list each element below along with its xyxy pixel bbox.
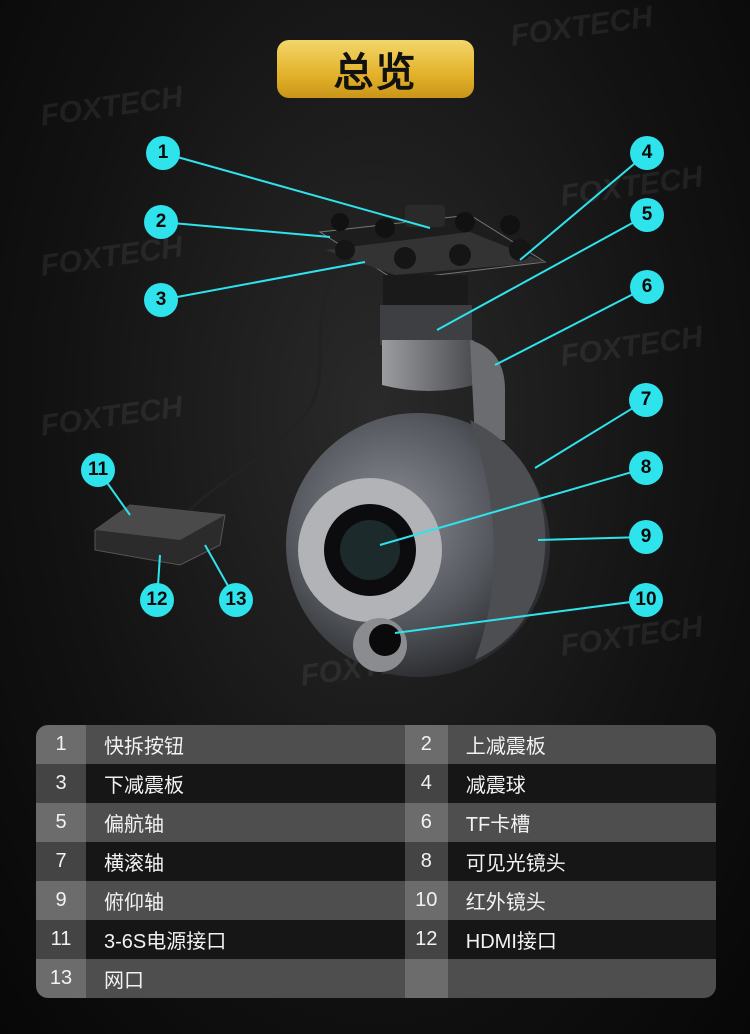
part-number: 13 — [36, 959, 86, 998]
callout-6: 6 — [630, 270, 664, 304]
callout-10: 10 — [629, 583, 663, 617]
part-number: 7 — [36, 842, 86, 881]
callout-8: 8 — [629, 451, 663, 485]
part-label: 3-6S电源接口 — [86, 920, 405, 959]
damping-plates — [318, 205, 547, 281]
callout-4: 4 — [630, 136, 664, 170]
callout-9: 9 — [629, 520, 663, 554]
gimbal-camera-illustration — [94, 152, 648, 677]
part-number: 10 — [404, 881, 448, 920]
part-label: 红外镜头 — [447, 881, 716, 920]
callout-13: 13 — [219, 583, 253, 617]
empty-cell — [404, 959, 448, 998]
part-label: TF卡槽 — [447, 803, 716, 842]
cable — [188, 264, 342, 512]
part-number: 1 — [36, 725, 86, 764]
empty-cell — [447, 959, 716, 998]
part-number: 12 — [404, 920, 448, 959]
part-number: 6 — [404, 803, 448, 842]
callout-12: 12 — [140, 583, 174, 617]
part-number: 3 — [36, 764, 86, 803]
part-number: 8 — [404, 842, 448, 881]
callout-3: 3 — [144, 283, 178, 317]
part-label: 俯仰轴 — [86, 881, 405, 920]
callout-2: 2 — [144, 205, 178, 239]
part-label: 可见光镜头 — [447, 842, 716, 881]
part-label: 减震球 — [447, 764, 716, 803]
part-label: HDMI接口 — [447, 920, 716, 959]
callout-7: 7 — [629, 383, 663, 417]
part-number: 5 — [36, 803, 86, 842]
part-number: 9 — [36, 881, 86, 920]
callout-lines — [97, 152, 648, 634]
callout-1: 1 — [146, 136, 180, 170]
part-label: 偏航轴 — [86, 803, 405, 842]
part-label: 网口 — [86, 959, 405, 998]
control-box — [94, 504, 226, 566]
part-label: 下减震板 — [86, 764, 405, 803]
part-label: 横滚轴 — [86, 842, 405, 881]
callout-5: 5 — [630, 198, 664, 232]
page-title: 总览 — [277, 40, 474, 98]
callout-11: 11 — [81, 453, 115, 487]
part-number: 4 — [404, 764, 448, 803]
part-number: 2 — [404, 725, 448, 764]
part-number: 11 — [36, 920, 86, 959]
part-label: 上减震板 — [447, 725, 716, 764]
part-label: 快拆按钮 — [86, 725, 405, 764]
